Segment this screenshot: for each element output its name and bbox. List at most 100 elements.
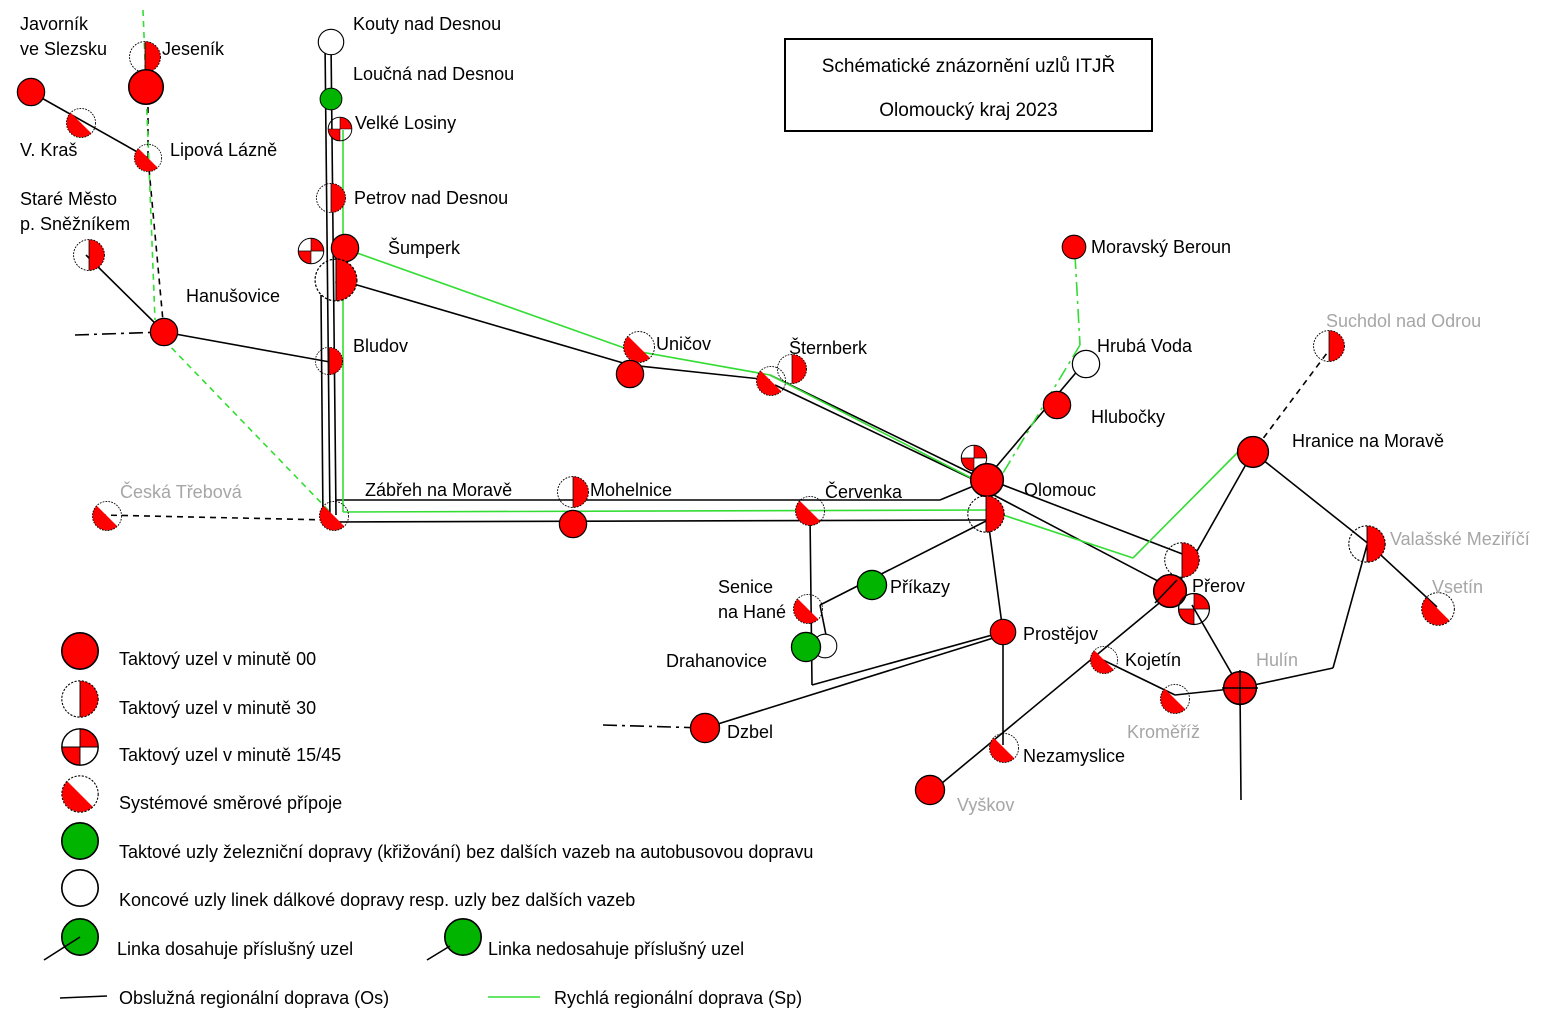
node-sumperk-quarter <box>297 237 325 265</box>
label-olomouc: Olomouc <box>1024 480 1096 500</box>
label-jesenik: Jeseník <box>162 39 225 59</box>
title-box: Schématické znázornění uzlů ITJŘ Olomouc… <box>784 38 1153 132</box>
node-sumperk-half <box>314 258 358 302</box>
node-hlubocky <box>1042 390 1072 420</box>
label-hruba-voda: Hrubá Voda <box>1097 336 1193 356</box>
label-dzbel: Dzbel <box>727 722 773 742</box>
label-stare-mesto-2: p. Sněžníkem <box>20 214 130 234</box>
label-moravsky-beroun: Moravský Beroun <box>1091 237 1231 257</box>
node-kojetin <box>1089 645 1119 675</box>
legend: Taktový uzel v minutě 00 Taktový uzel v … <box>43 631 813 1008</box>
node-hranice <box>1236 435 1270 469</box>
legend-label-line-reaches: Linka dosahuje příslušný uzel <box>117 939 353 959</box>
node-mohelnice-half <box>557 476 589 508</box>
node-javornik <box>16 77 46 107</box>
legend-icon-rail <box>61 821 99 861</box>
label-zabreh: Zábřeh na Moravě <box>365 480 512 500</box>
label-hanusovice: Hanušovice <box>186 286 280 306</box>
node-vyskov <box>914 774 946 806</box>
node-unicov <box>615 359 645 389</box>
node-vsetin <box>1421 592 1455 626</box>
node-stare-mesto <box>73 239 105 271</box>
label-petrov: Petrov nad Desnou <box>354 188 508 208</box>
legend-line-reaches <box>43 936 81 961</box>
label-sumperk: Šumperk <box>388 237 461 258</box>
title-line-2: Olomoucký kraj 2023 <box>879 100 1058 121</box>
node-olomouc <box>969 462 1005 498</box>
label-hulin: Hulín <box>1256 650 1298 670</box>
label-sternberk: Šternberk <box>789 337 868 358</box>
label-cervenka: Červenka <box>825 481 903 502</box>
node-labels: Javorník ve Slezsku Jeseník V. Kraš Lipo… <box>20 14 1530 815</box>
label-lipova-lazne: Lipová Lázně <box>170 140 277 160</box>
node-prikazy <box>856 569 888 601</box>
legend-label-rail: Taktové uzly železniční dopravy (křižová… <box>119 842 813 862</box>
node-zabreh <box>319 501 349 531</box>
node-sternberk <box>777 354 807 384</box>
label-valasske-mezirici: Valašské Meziříčí <box>1390 529 1530 549</box>
node-jesenik <box>127 68 165 106</box>
label-kromeriz: Kroměříž <box>1127 722 1200 742</box>
node-dzbel <box>689 712 721 744</box>
legend-line-os <box>59 995 108 999</box>
label-loucna: Loučná nad Desnou <box>353 64 514 84</box>
legend-icon-half <box>61 680 99 718</box>
legend-line-not-reaches <box>426 945 451 961</box>
label-velke-losiny: Velké Losiny <box>355 113 456 133</box>
legend-icon-full <box>61 631 99 671</box>
legend-label-line-os: Obslužná regionální doprava (Os) <box>119 988 389 1008</box>
label-prerov: Přerov <box>1192 576 1245 596</box>
legend-label-line-not-reaches: Linka nedosahuje příslušný uzel <box>488 939 744 959</box>
node-moravsky-beroun <box>1061 234 1087 260</box>
label-drahanovice: Drahanovice <box>666 651 767 671</box>
label-javornik-2: ve Slezsku <box>20 39 107 59</box>
label-kouty: Kouty nad Desnou <box>353 14 501 34</box>
node-hanusovice <box>149 317 179 347</box>
node-lipova-lazne <box>133 143 163 173</box>
node-unicov-dir <box>623 331 655 363</box>
node-mohelnice <box>558 509 588 539</box>
os-lines <box>30 41 1438 801</box>
node-hruba-voda <box>1071 349 1101 379</box>
label-nezamyslice: Nezamyslice <box>1023 746 1125 766</box>
node-kromeriz <box>1160 684 1190 714</box>
label-hlubocky: Hlubočky <box>1091 407 1165 427</box>
node-kouty <box>317 28 345 56</box>
legend-label-full: Taktový uzel v minutě 00 <box>119 649 316 669</box>
node-v-kras <box>66 108 96 138</box>
node-ceska-trebova <box>92 501 122 531</box>
label-bludov: Bludov <box>353 336 408 356</box>
node-prerov-half <box>1164 542 1200 578</box>
node-jesenik-half <box>129 41 161 73</box>
label-kojetin: Kojetín <box>1125 650 1181 670</box>
label-unicov: Uničov <box>656 334 711 354</box>
label-senice-2: na Hané <box>718 602 786 622</box>
node-sumperk <box>330 233 360 263</box>
node-prerov-quarter <box>1177 592 1211 626</box>
legend-label-line-sp: Rychlá regionální doprava (Sp) <box>554 988 802 1008</box>
label-vyskov: Vyškov <box>957 795 1014 815</box>
node-prostejov <box>989 618 1017 646</box>
legend-icon-terminal <box>61 868 99 908</box>
legend-icon-quarter <box>61 728 99 766</box>
node-valasske-mezirici <box>1348 525 1386 563</box>
label-mohelnice: Mohelnice <box>590 480 672 500</box>
node-drahanovice <box>790 631 822 663</box>
node-loucna <box>319 87 343 111</box>
label-prikazy: Příkazy <box>890 577 950 597</box>
label-v-kras: V. Kraš <box>20 140 77 160</box>
node-petrov <box>316 183 346 213</box>
node-velke-losiny <box>327 116 353 142</box>
node-suchdol <box>1313 330 1345 362</box>
label-suchdol: Suchdol nad Odrou <box>1326 311 1481 331</box>
node-nezamyslice <box>989 733 1019 763</box>
label-senice-1: Senice <box>718 577 773 597</box>
label-vsetin: Vsetín <box>1432 577 1483 597</box>
node-prerov <box>1152 573 1188 609</box>
label-javornik-1: Javorník <box>20 14 89 34</box>
legend-label-quarter: Taktový uzel v minutě 15/45 <box>119 745 341 765</box>
label-prostejov: Prostějov <box>1023 624 1098 644</box>
title-line-1: Schématické znázornění uzlů ITJŘ <box>821 56 1116 77</box>
label-ceska-trebova: Česká Třebová <box>120 481 243 502</box>
